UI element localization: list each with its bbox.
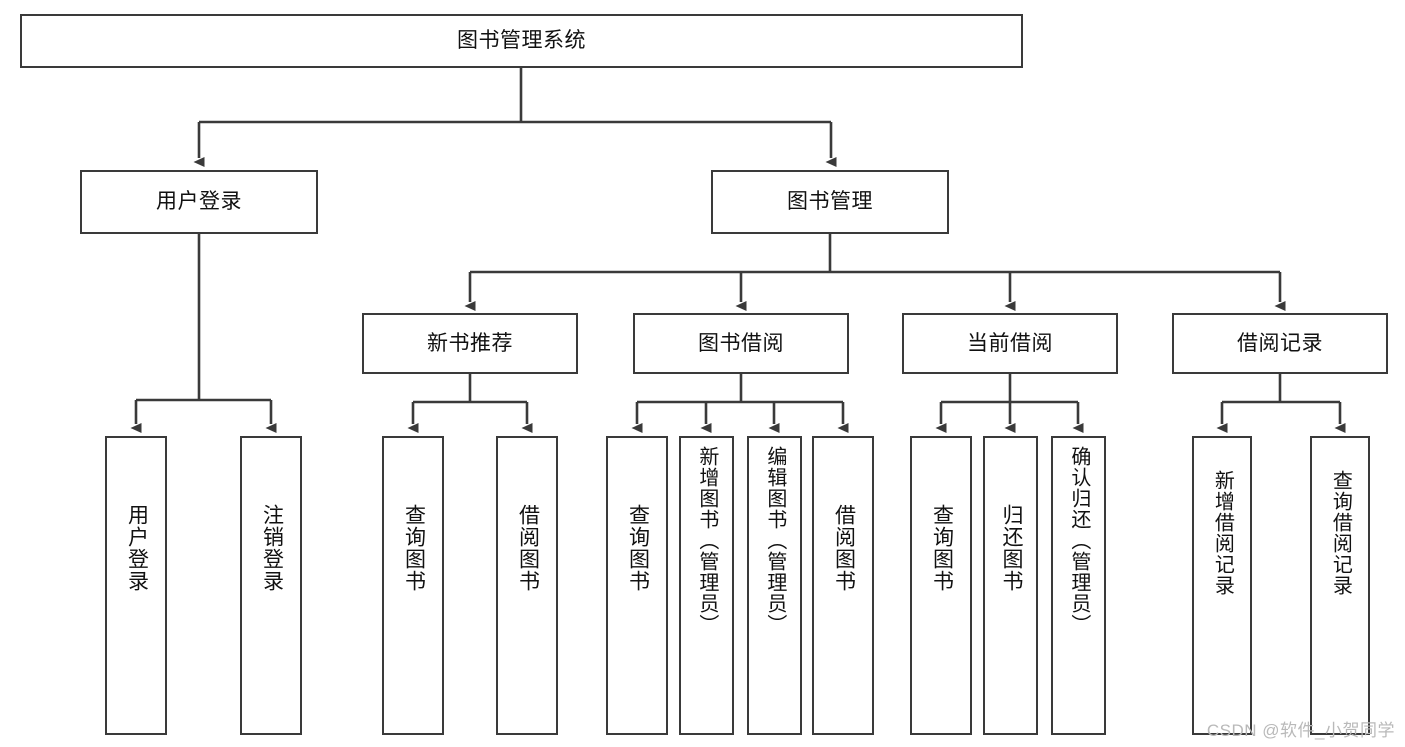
node-new-book-recommend[interactable]: 新书推荐 [362,313,578,374]
leaf-add-borrow-record[interactable]: 新增借阅记录 [1192,436,1252,735]
node-label: 借阅图书 [516,504,540,592]
leaf-borrow-book-recommend[interactable]: 借阅图书 [496,436,558,735]
node-label: 查询借阅记录 [1329,470,1352,596]
node-label: 借阅图书 [832,504,856,592]
node-label: 图书借阅 [698,331,784,355]
node-label: 查询图书 [402,504,426,592]
leaf-user-login[interactable]: 用户登录 [105,436,167,735]
node-label: 用户登录 [156,190,242,214]
node-label: 新增借阅记录 [1211,470,1234,596]
node-book-management[interactable]: 图书管理 [711,170,949,234]
leaf-query-borrow-record[interactable]: 查询借阅记录 [1310,436,1370,735]
leaf-user-logout[interactable]: 注销登录 [240,436,302,735]
node-label: 查询图书 [930,504,954,592]
node-label: 图书管理系统 [457,29,586,53]
leaf-confirm-return-admin[interactable]: 确认归还（管理员） [1051,436,1106,735]
csdn-watermark: CSDN @软件_小贺同学 [1206,721,1395,740]
leaf-edit-book-admin[interactable]: 编辑图书（管理员） [747,436,802,735]
leaf-query-book-current[interactable]: 查询图书 [910,436,972,735]
node-book-borrow[interactable]: 图书借阅 [633,313,849,374]
node-label: 借阅记录 [1237,331,1323,355]
leaf-borrow-book[interactable]: 借阅图书 [812,436,874,735]
node-label: 编辑图书（管理员） [763,446,786,635]
node-label: 新增图书（管理员） [695,446,718,635]
node-label: 用户登录 [125,504,149,592]
leaf-return-book[interactable]: 归还图书 [983,436,1038,735]
leaf-add-book-admin[interactable]: 新增图书（管理员） [679,436,734,735]
node-label: 当前借阅 [967,331,1053,355]
node-borrow-record[interactable]: 借阅记录 [1172,313,1388,374]
node-label: 归还图书 [999,504,1023,592]
node-label: 注销登录 [260,504,284,592]
leaf-query-book-borrow[interactable]: 查询图书 [606,436,668,735]
node-current-borrow[interactable]: 当前借阅 [902,313,1118,374]
leaf-query-book-recommend[interactable]: 查询图书 [382,436,444,735]
node-label: 确认归还（管理员） [1067,446,1090,635]
node-user-login[interactable]: 用户登录 [80,170,318,234]
node-root-book-management-system[interactable]: 图书管理系统 [20,14,1023,68]
node-label: 图书管理 [787,190,873,214]
node-label: 查询图书 [626,504,650,592]
node-label: 新书推荐 [427,331,513,355]
